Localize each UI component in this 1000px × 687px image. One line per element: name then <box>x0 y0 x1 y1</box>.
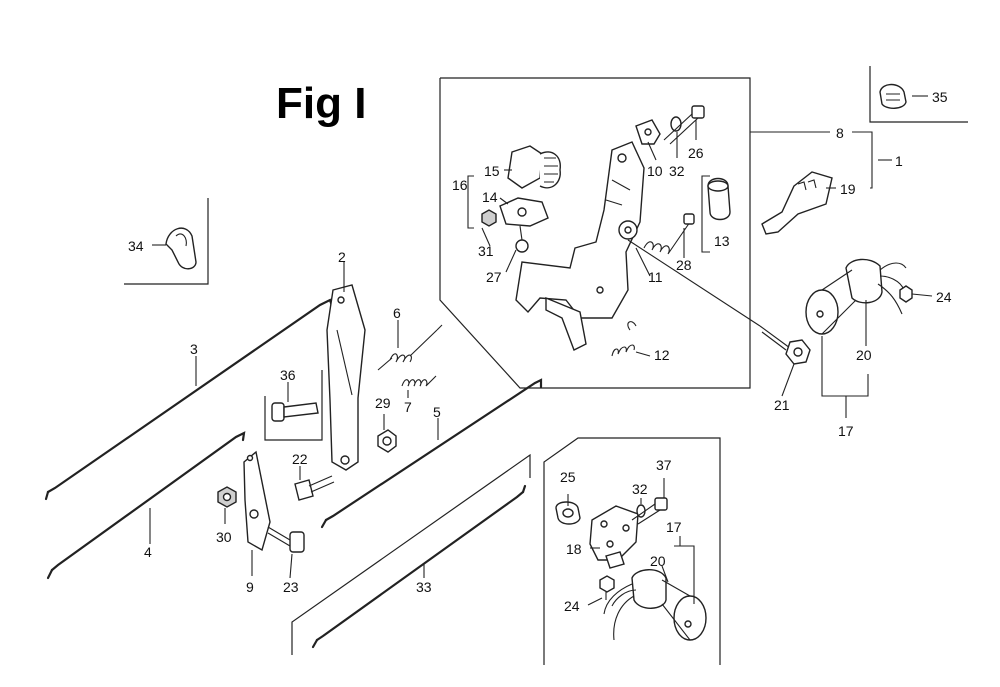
label-22: 22 <box>292 451 308 467</box>
label-32: 32 <box>669 163 685 179</box>
solenoid-20-upper <box>805 258 907 335</box>
label-9: 9 <box>246 579 254 595</box>
bolt-36-box <box>264 370 323 441</box>
nut-31 <box>481 209 497 227</box>
label-6: 6 <box>393 305 401 321</box>
label-2: 2 <box>338 249 346 265</box>
rod-33-box <box>291 453 531 655</box>
label-14: 14 <box>482 189 498 205</box>
bracket-19 <box>761 171 833 235</box>
label-13: 13 <box>714 233 730 249</box>
label-28: 28 <box>676 257 692 273</box>
label-8: 8 <box>836 125 844 141</box>
lever-9 <box>243 450 271 552</box>
label-30: 30 <box>216 529 232 545</box>
label-24: 24 <box>936 289 952 305</box>
lower-assembly-box <box>543 437 721 665</box>
label-17-lower: 17 <box>666 519 682 535</box>
label-23: 23 <box>283 579 299 595</box>
label-3: 3 <box>190 341 198 357</box>
label-10: 10 <box>647 163 663 179</box>
solenoid-20-lower <box>603 569 707 641</box>
label-37: 37 <box>656 457 672 473</box>
label-7: 7 <box>404 399 412 415</box>
nut-25 <box>555 501 581 525</box>
label-17: 17 <box>838 423 854 439</box>
label-19: 19 <box>840 181 856 197</box>
label-27: 27 <box>486 269 502 285</box>
label-12: 12 <box>654 347 670 363</box>
label-4: 4 <box>144 544 152 560</box>
bolt-36 <box>271 402 319 422</box>
lever-10 <box>635 119 661 145</box>
screw-27 <box>515 225 529 253</box>
label-18: 18 <box>566 541 582 557</box>
main-assembly-box <box>439 77 751 389</box>
spring-6 <box>377 324 443 371</box>
spring-7 <box>401 375 437 387</box>
figure-title: Fig I <box>276 79 366 128</box>
switch-14 <box>499 197 549 227</box>
nut-24-lower <box>599 575 615 593</box>
knob-22 <box>294 475 335 501</box>
rod-33 <box>311 484 527 649</box>
part-labels: 1 2 3 4 5 6 7 8 9 10 11 12 13 14 15 16 1… <box>128 89 952 614</box>
bolt-21 <box>759 325 811 365</box>
part-35-box <box>869 66 968 123</box>
screw-26 <box>663 105 705 145</box>
nut-29 <box>377 429 397 453</box>
nut-30 <box>217 486 237 508</box>
collar-13 <box>707 177 731 221</box>
label-20: 20 <box>856 347 872 363</box>
label-20-lower: 20 <box>650 553 666 569</box>
label-11: 11 <box>648 269 663 285</box>
label-5: 5 <box>433 404 441 420</box>
leader-lines <box>149 95 933 606</box>
label-29: 29 <box>375 395 391 411</box>
leader-8-box <box>750 131 892 189</box>
label-24-lower: 24 <box>564 598 580 614</box>
clip-34-box <box>124 198 209 285</box>
lever-arm-2 <box>326 284 366 471</box>
label-34: 34 <box>128 238 144 254</box>
label-35: 35 <box>932 89 948 105</box>
label-32-lower: 32 <box>632 481 648 497</box>
label-25: 25 <box>560 469 576 485</box>
control-bracket-11 <box>515 141 645 351</box>
label-33: 33 <box>416 579 432 595</box>
nut-24-upper <box>899 285 913 303</box>
clip-34 <box>165 227 197 270</box>
label-21: 21 <box>774 397 790 413</box>
switch-15 <box>507 145 561 189</box>
label-31: 31 <box>478 243 494 259</box>
rod-3 <box>44 298 334 501</box>
label-16: 16 <box>452 177 468 193</box>
part-35 <box>879 83 907 109</box>
bolt-37 <box>631 497 668 525</box>
bolt-23 <box>267 526 305 553</box>
spring-12 <box>611 321 637 357</box>
label-26: 26 <box>688 145 704 161</box>
spring-28 <box>643 213 695 255</box>
label-15: 15 <box>484 163 500 179</box>
rod-5 <box>320 378 543 529</box>
rod-4 <box>46 431 246 580</box>
plate-18 <box>589 505 639 569</box>
label-1: 1 <box>895 153 903 169</box>
label-36: 36 <box>280 367 296 383</box>
